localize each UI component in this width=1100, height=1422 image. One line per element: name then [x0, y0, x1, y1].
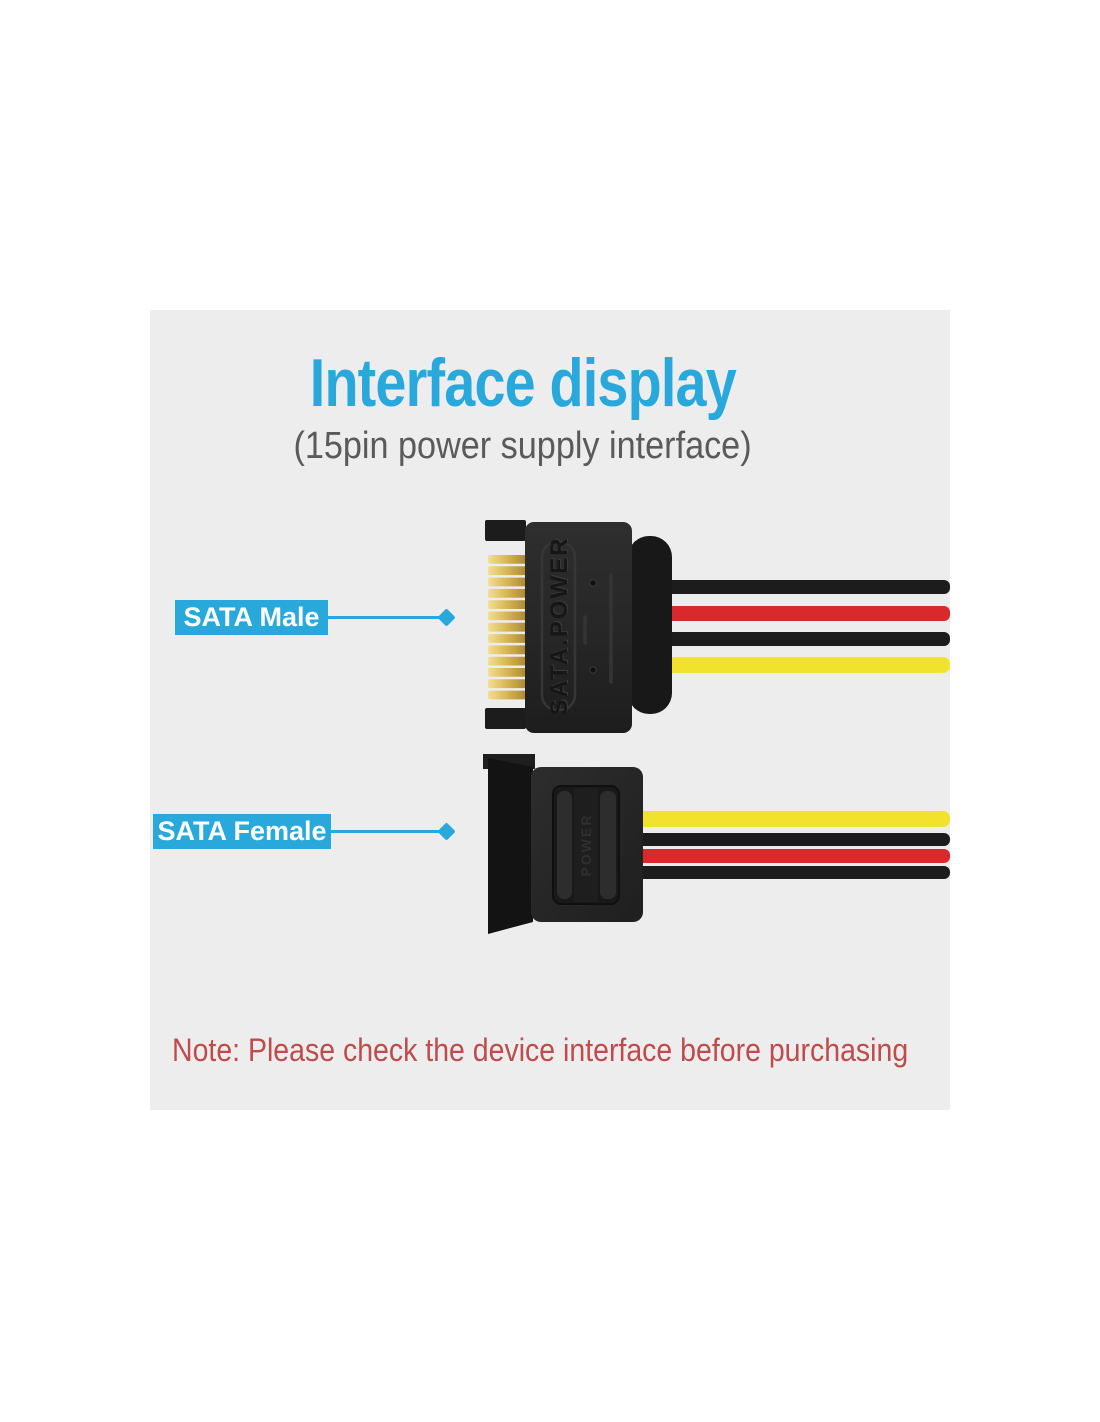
female-socket-right-bar	[600, 791, 616, 899]
sata-male-leader-line	[328, 616, 440, 619]
male-wire-black-2	[640, 632, 950, 646]
female-socket-left-bar	[557, 791, 572, 899]
male-gold-pins	[488, 555, 528, 700]
male-body-dot-bottom	[589, 666, 597, 674]
male-wires	[640, 580, 950, 673]
page-subtitle-text: (15pin power supply interface)	[293, 425, 753, 468]
page-subtitle: (15pin power supply interface)	[150, 425, 896, 468]
sata-male-label-text: SATA Male	[183, 602, 320, 632]
sata-male-leader-diamond	[437, 608, 456, 627]
male-emboss-text: SATA.POWER	[546, 536, 573, 715]
male-emboss-frame	[540, 540, 577, 712]
sata-male-connector-image: SATA.POWER SATA.POWER	[485, 520, 950, 733]
male-wire-red	[640, 606, 950, 621]
purchase-note: Note: Please check the device interface …	[172, 1032, 909, 1068]
male-shell-top-tab	[485, 520, 526, 541]
sata-male-label: SATA Male	[175, 600, 328, 635]
female-socket-key	[574, 788, 598, 902]
male-strain-relief	[628, 536, 672, 714]
sata-female-connector-image: POWER	[483, 754, 950, 934]
header: Interface display (15pin power supply in…	[150, 345, 896, 468]
female-wire-black-2	[635, 866, 950, 879]
male-wire-black-1	[640, 580, 950, 594]
sata-female-label: SATA Female	[153, 814, 331, 849]
female-wires	[635, 811, 950, 879]
page-title: Interface display	[309, 345, 737, 421]
female-wire-red	[635, 849, 950, 863]
female-emboss-text: POWER	[578, 814, 594, 877]
male-shell-bottom-tab	[485, 708, 526, 729]
sata-female-label-text: SATA Female	[157, 816, 327, 846]
female-side-face	[488, 758, 533, 934]
female-wire-yellow	[635, 811, 950, 827]
sata-female-leader-line	[331, 830, 440, 833]
male-emboss-text-highlight: SATA.POWER	[547, 535, 574, 714]
male-wire-yellow	[640, 657, 950, 673]
male-body-dot-top	[589, 579, 597, 587]
female-wire-black-1	[635, 833, 950, 846]
male-body	[525, 522, 632, 733]
sata-female-leader-diamond	[437, 822, 456, 841]
gray-content-panel: Interface display (15pin power supply in…	[150, 310, 950, 1110]
